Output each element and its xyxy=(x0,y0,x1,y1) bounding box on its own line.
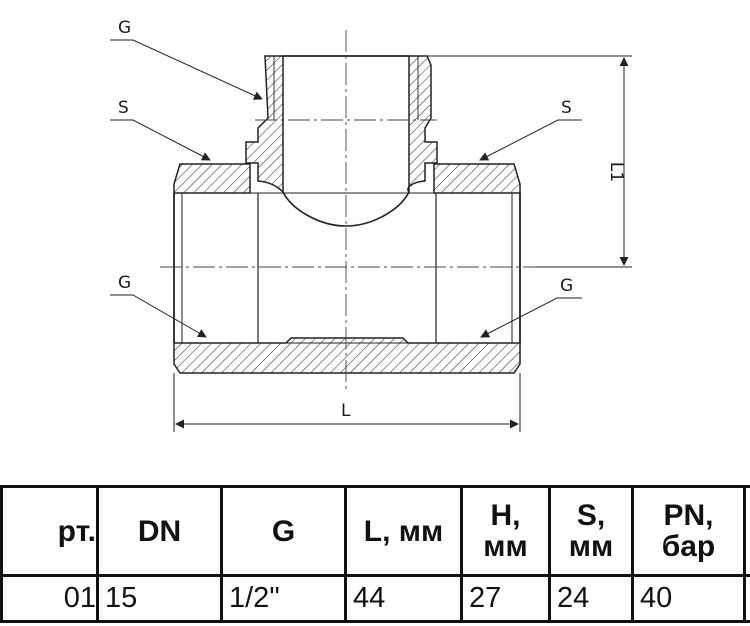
outlet-wall-left xyxy=(245,55,284,194)
top-wall-right xyxy=(433,163,521,194)
cell-h: 27 xyxy=(460,574,551,623)
label-l-dimension: L xyxy=(341,401,351,421)
dimension-l1 xyxy=(427,55,632,268)
label-g-top: G xyxy=(118,18,131,38)
header-l: L, мм xyxy=(344,485,463,577)
dimension-l xyxy=(173,373,521,432)
label-l1-dimension: L1 xyxy=(606,162,626,182)
cell-article: 01 xyxy=(0,574,99,623)
header-h: H,мм xyxy=(460,485,551,577)
header-s: S,мм xyxy=(548,485,634,577)
cell-extra: 8 xyxy=(743,574,750,623)
table-header-row: рт. DN G L, мм H,мм S,мм PN,бар xyxy=(0,485,750,577)
center-lines xyxy=(160,30,536,392)
label-g-left: G xyxy=(118,273,131,293)
header-extra xyxy=(743,485,750,577)
cell-dn: 15 xyxy=(96,574,223,623)
outlet-wall-right xyxy=(407,55,438,194)
cell-pn: 40 xyxy=(631,574,746,623)
cell-s: 24 xyxy=(548,574,634,623)
table-row: 01 15 1/2" 44 27 24 40 8 xyxy=(0,574,750,623)
header-pn: PN,бар xyxy=(631,485,746,577)
leader-lines xyxy=(110,39,582,338)
fitting-outline xyxy=(173,55,521,344)
header-g: G xyxy=(220,485,347,577)
cell-g: 1/2" xyxy=(220,574,347,623)
header-dn: DN xyxy=(96,485,223,577)
top-wall-left xyxy=(173,163,251,194)
hatched-sections xyxy=(173,55,521,374)
label-s-right: S xyxy=(561,98,572,118)
tee-fitting-drawing: G S S G G L L1 xyxy=(110,18,632,432)
header-article: рт. xyxy=(0,485,99,577)
label-s-left: S xyxy=(118,98,129,118)
specification-table: рт. DN G L, мм H,мм S,мм PN,бар 01 15 1/… xyxy=(0,485,750,623)
cell-l: 44 xyxy=(344,574,463,623)
label-g-right: G xyxy=(560,276,573,296)
